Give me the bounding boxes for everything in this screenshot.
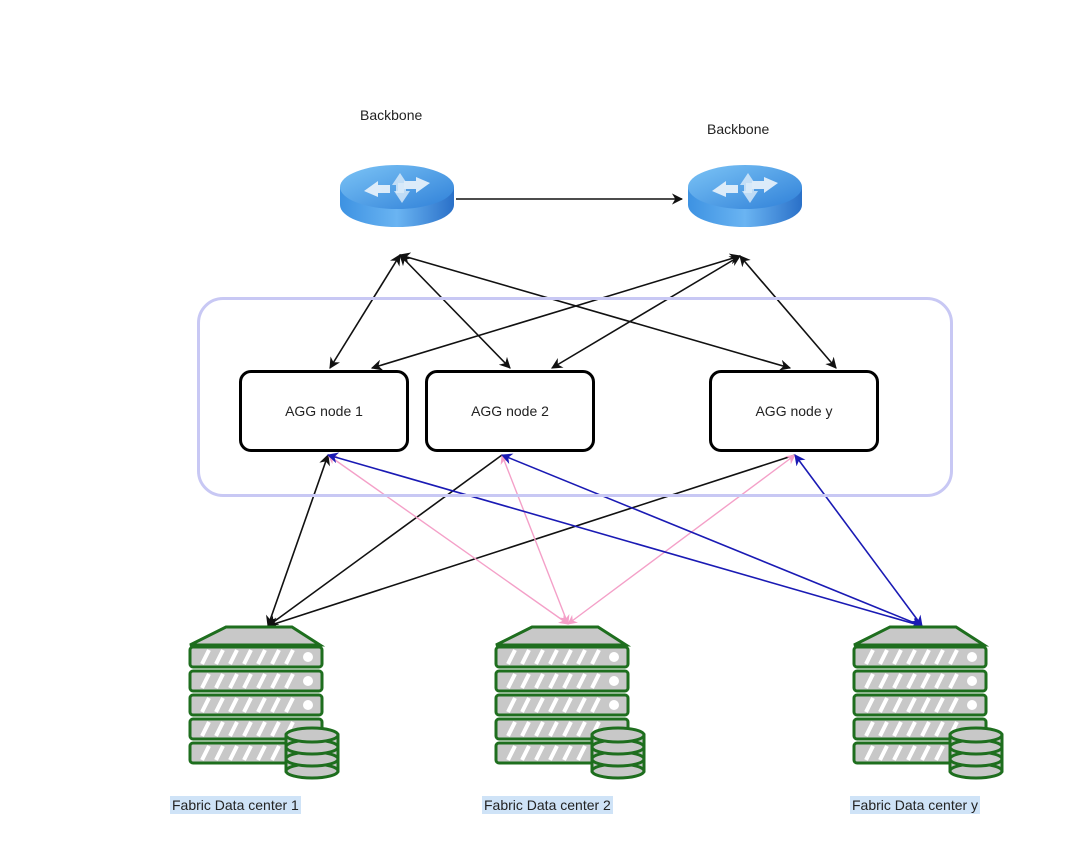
- agg-node-label: AGG node y: [755, 403, 833, 419]
- data-center-label-2: Fabric Data center 2: [482, 796, 613, 814]
- server-rack-database-icon[interactable]: [494, 625, 654, 780]
- link-bb2-agg2: [551, 255, 741, 369]
- agg-node-label: AGG node 1: [285, 403, 363, 419]
- agg-node-1[interactable]: AGG node 1: [239, 370, 409, 452]
- router-icon[interactable]: [338, 163, 456, 235]
- agg-node-2[interactable]: AGG node 2: [425, 370, 595, 452]
- link-agg1-dc1: [266, 453, 330, 628]
- data-center-label-y: Fabric Data center y: [850, 796, 981, 814]
- agg-node-label: AGG node 2: [471, 403, 549, 419]
- backbone-label-2: Backbone: [707, 121, 770, 137]
- router-icon[interactable]: [686, 163, 804, 235]
- backbone-label-1: Backbone: [360, 107, 423, 123]
- link-bb2-aggy: [739, 255, 837, 369]
- link-aggy-dcy: [794, 454, 923, 627]
- agg-node-y[interactable]: AGG node y: [709, 370, 879, 452]
- server-rack-database-icon[interactable]: [852, 625, 1012, 780]
- data-center-label-1: Fabric Data center 1: [170, 796, 301, 814]
- server-rack-database-icon[interactable]: [188, 625, 348, 780]
- agg-layer-group: [197, 297, 953, 497]
